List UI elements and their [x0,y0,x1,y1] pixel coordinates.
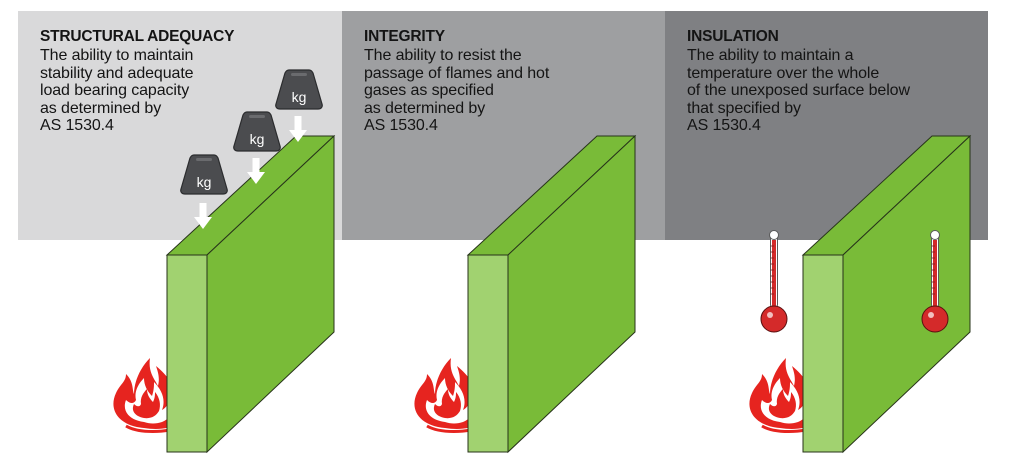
panel-description: The ability to resist the passage of fla… [364,47,550,134]
weight-icon: kg [180,154,228,195]
insulation-panel: INSULATION The ability to maintain a tem… [665,11,988,240]
wall [801,134,972,454]
panel-title: INTEGRITY [364,28,445,45]
caption-structural-adequacy: STRUCTURAL ADEQUACY The ability to maint… [40,28,340,135]
weight-label: kg [250,131,265,147]
thermometer-icon [760,230,788,333]
caption-insulation: INSULATION The ability to maintain a tem… [687,28,987,135]
wall [165,134,336,454]
panel-title: STRUCTURAL ADEQUACY [40,28,235,45]
wall [466,134,637,454]
weight-icon: kg [233,111,281,152]
caption-integrity: INTEGRITY The ability to resist the pass… [364,28,664,135]
panel-description: The ability to maintain stability and ad… [40,47,194,134]
panel-title: INSULATION [687,28,779,45]
weight-label: kg [292,89,307,105]
panel-description: The ability to maintain a temperature ov… [687,47,910,134]
weight-icon: kg [275,69,323,110]
weight-label: kg [197,174,212,190]
structural-adequacy-panel: STRUCTURAL ADEQUACY The ability to maint… [18,11,342,240]
